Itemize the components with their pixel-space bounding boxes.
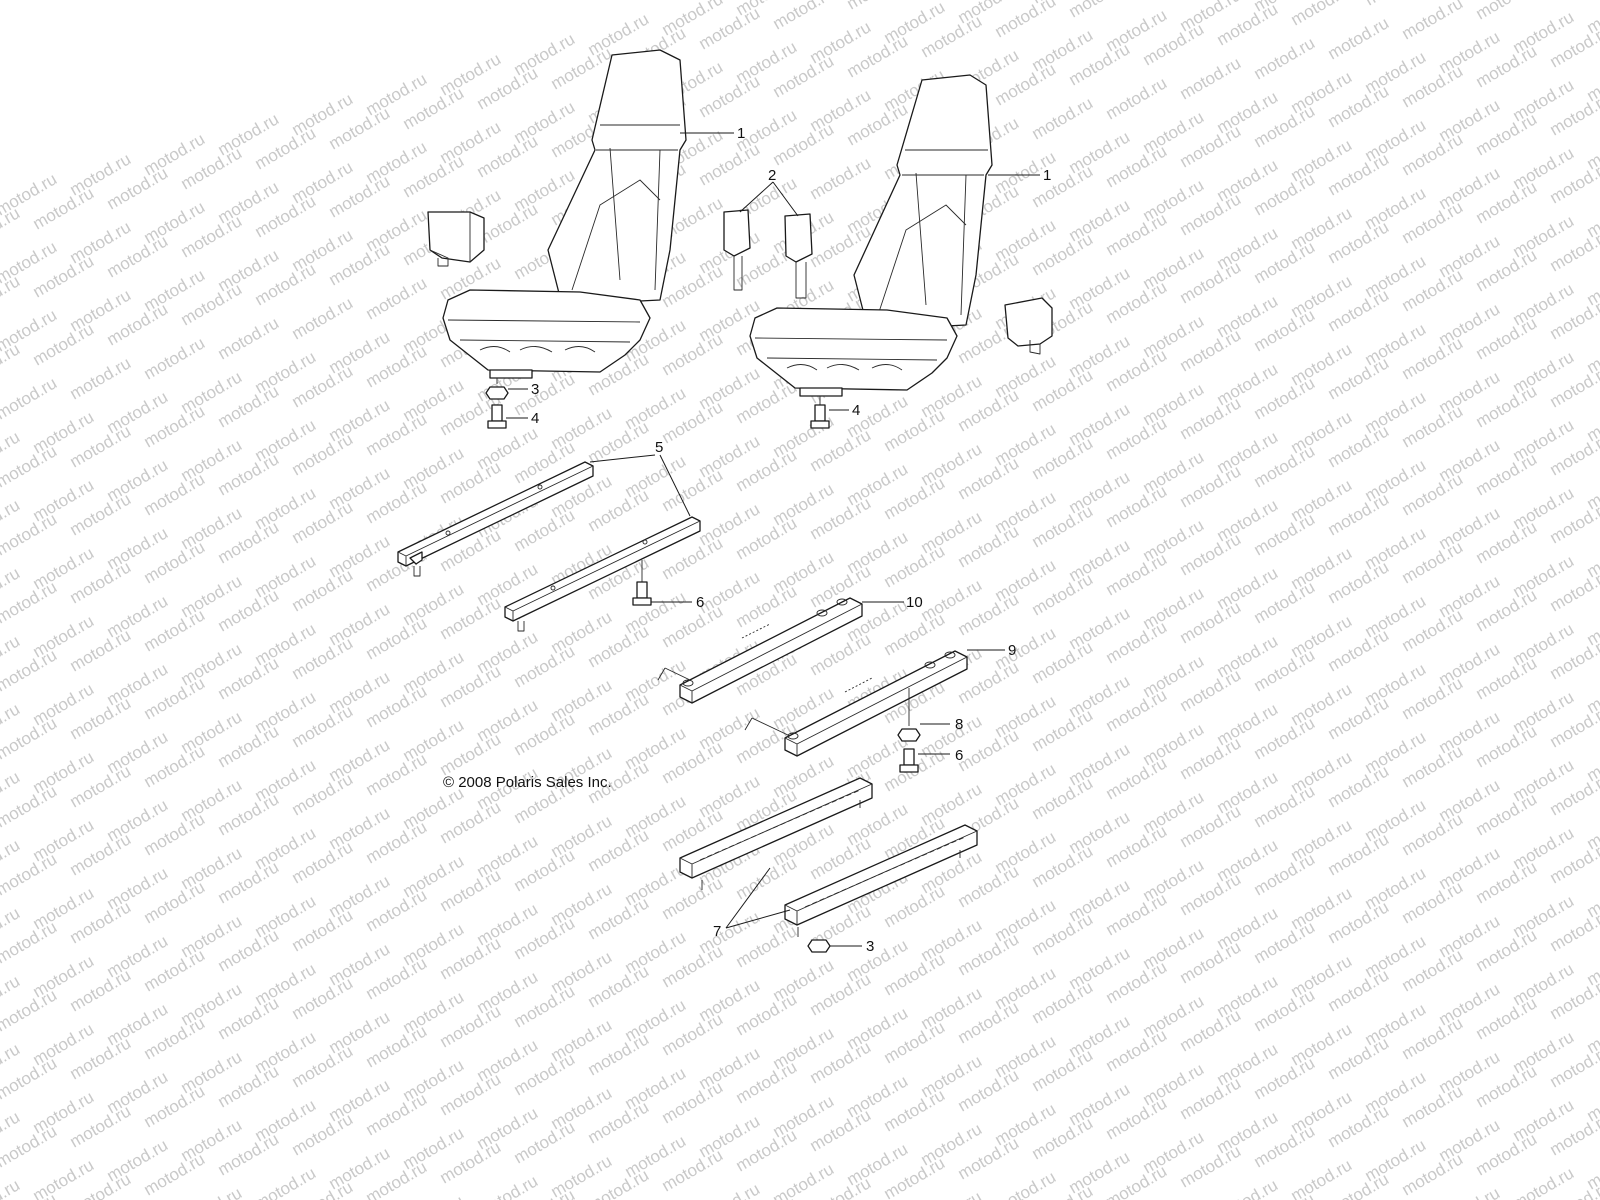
- watermark-text: motod.ru: [363, 273, 431, 323]
- watermark-text: motod.ru: [178, 1183, 246, 1200]
- callout-8: 8: [955, 716, 963, 733]
- watermark-text: motod.ru: [807, 153, 875, 203]
- watermark-text: motod.ru: [400, 1191, 468, 1200]
- callout-4-left: 4: [531, 410, 539, 427]
- callout-4-right: 4: [852, 402, 860, 419]
- callout-10: 10: [906, 594, 923, 611]
- watermark-text: motod.ru: [252, 1163, 320, 1200]
- copyright-notice: © 2008 Polaris Sales Inc.: [443, 774, 612, 791]
- watermark-text: motod.ru: [141, 333, 209, 383]
- watermark-text: motod.ru: [1399, 0, 1467, 43]
- callout-3-lower: 3: [866, 938, 874, 955]
- watermark-text: motod.ru: [1436, 1183, 1504, 1200]
- watermark-text: motod.ru: [1325, 13, 1393, 63]
- watermark-text: motod.ru: [918, 1187, 986, 1200]
- watermark-text: motod.ru: [1177, 53, 1245, 103]
- callout-6-rail: 6: [696, 594, 704, 611]
- watermark-text: motod.ru: [770, 0, 838, 33]
- watermark-text: motod.ru: [770, 1159, 838, 1200]
- callout-1-right: 1: [1043, 167, 1051, 184]
- watermark-text: motod.ru: [1473, 0, 1541, 23]
- watermark-text: motod.ru: [1251, 33, 1319, 83]
- callout-2: 2: [768, 167, 776, 184]
- callout-3-upper: 3: [531, 381, 539, 398]
- callout-5: 5: [655, 439, 663, 456]
- callout-7: 7: [713, 923, 721, 940]
- watermark-text: motod.ru: [67, 353, 135, 403]
- watermark-text: motod.ru: [1103, 73, 1171, 123]
- watermark-text: motod.ru: [0, 203, 23, 253]
- watermark-text: motod.ru: [1288, 0, 1356, 29]
- watermark-text: motod.ru: [0, 1175, 23, 1200]
- callout-9: 9: [1008, 642, 1016, 659]
- watermark-text: motod.ru: [696, 1179, 764, 1200]
- watermark-text: motod.ru: [215, 313, 283, 363]
- watermark-text: motod.ru: [0, 373, 60, 423]
- watermark-text: motod.ru: [992, 1167, 1060, 1200]
- watermark-text: motod.ru: [1066, 0, 1134, 21]
- watermark-text: motod.ru: [1140, 0, 1208, 1]
- watermark-text: motod.ru: [844, 0, 912, 13]
- watermark-text: motod.ru: [1547, 0, 1600, 3]
- watermark-text: motod.ru: [1362, 0, 1430, 9]
- watermark-text: motod.ru: [0, 271, 23, 321]
- watermark-text: motod.ru: [1510, 1163, 1578, 1200]
- callout-1-left: 1: [737, 125, 745, 142]
- watermark-text: motod.ru: [1214, 1175, 1282, 1200]
- watermark-text: motod.ru: [0, 339, 23, 389]
- callout-6-lower: 6: [955, 747, 963, 764]
- watermark-text: motod.ru: [289, 293, 357, 343]
- watermark-text: motod.ru: [474, 1171, 542, 1200]
- watermark-text: motod.ru: [1029, 93, 1097, 143]
- watermark-text: motod.ru: [992, 0, 1060, 41]
